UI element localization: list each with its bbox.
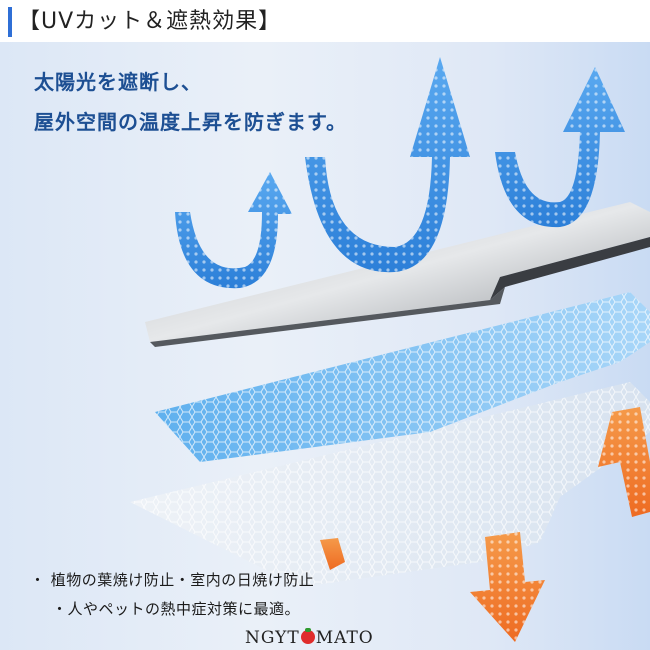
headline-line-1: 太陽光を遮断し、 [34,70,202,94]
headline-line-2: 屋外空間の温度上昇を防ぎます。 [34,110,347,134]
up-arrow-icon [495,67,625,228]
header: 【UVカット＆遮熱効果】 [0,0,650,42]
down-arrow-icon [470,532,545,642]
layer-illustration [130,57,650,642]
feature-bullet: ・人やペットの熱中症対策に最適。 [52,600,301,618]
feature-bullet: ・ 植物の葉焼け防止・室内の日焼け防止 [30,571,315,589]
header-accent-bar [8,7,12,37]
tomato-icon [300,628,315,644]
up-arrow-icon [305,57,470,273]
brand-text-left: NGYT [245,628,300,648]
down-arrow-icon [598,407,650,517]
brand-text-right: MATO [315,628,374,648]
down-arrow-icon [320,538,345,570]
page-title: 【UVカット＆遮熱効果】 [18,9,282,34]
brand-logo: NGYT MATO [245,628,374,648]
reflective-layer [145,202,650,347]
blue-mesh-layer [155,292,650,462]
up-arrow-icon [175,172,292,289]
